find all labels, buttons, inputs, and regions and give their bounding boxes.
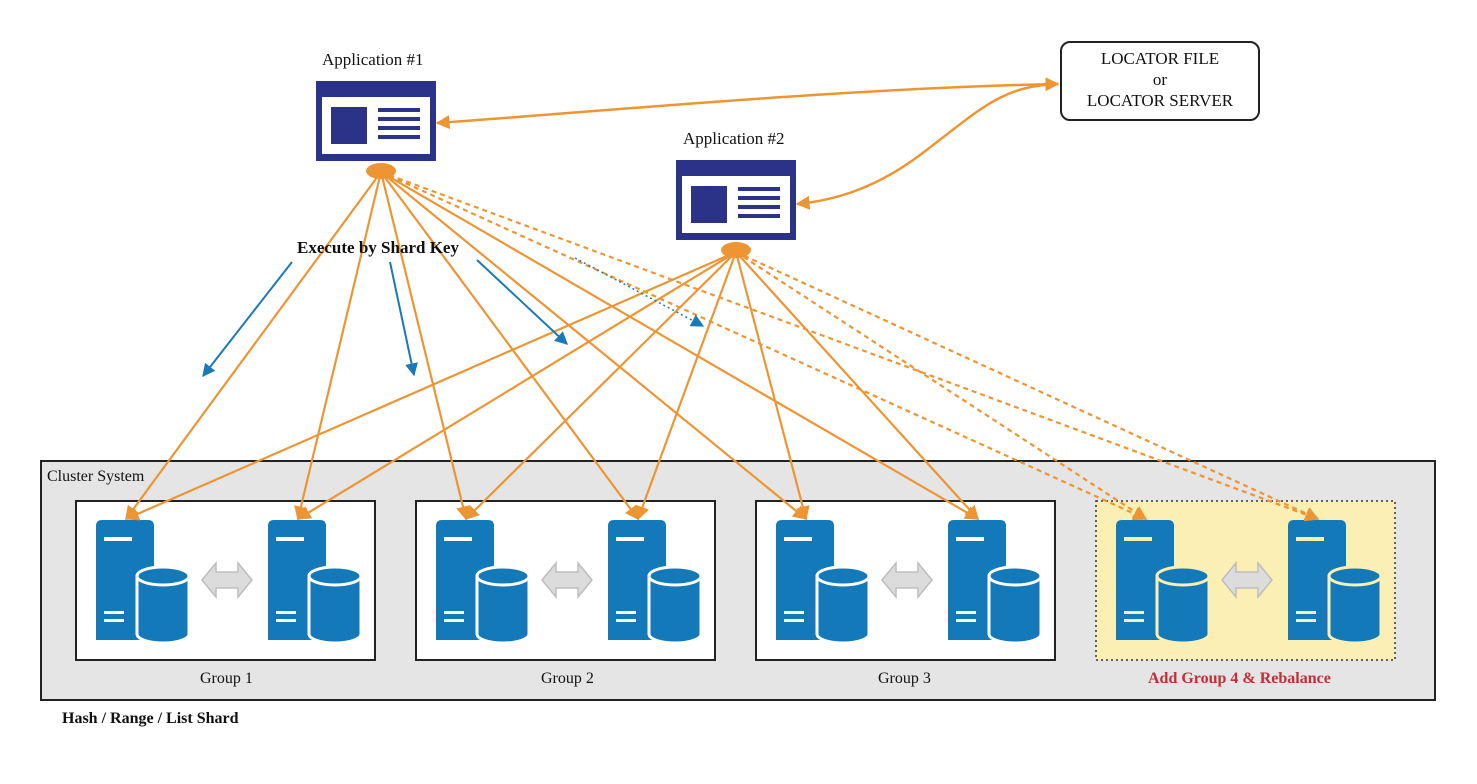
bidirectional-sync-icon — [201, 560, 253, 600]
shard-type-footer: Hash / Range / List Shard — [62, 710, 239, 727]
locator-line-2: or — [1152, 70, 1168, 89]
group-4-label: Add Group 4 & Rebalance — [1148, 670, 1331, 687]
shard-connection-pending — [380, 170, 1320, 522]
application-window-icon — [316, 81, 436, 161]
group-3-label: Group 3 — [878, 670, 931, 687]
shard-connections — [124, 170, 1320, 522]
locator-line-1: LOCATOR FILE — [1100, 49, 1220, 68]
bidirectional-sync-icon — [1221, 560, 1273, 600]
shard-connection — [735, 251, 979, 521]
cluster-title: Cluster System — [47, 468, 145, 485]
server-database-icon — [776, 520, 871, 645]
server-database-icon — [268, 520, 363, 645]
locator-line-3: LOCATOR SERVER — [1086, 91, 1234, 110]
group-2-label: Group 2 — [541, 670, 594, 687]
server-database-icon — [436, 520, 531, 645]
shard-key-arrow-dotted — [574, 257, 705, 327]
shard-connection — [465, 251, 737, 520]
shard-key-arrow — [202, 261, 293, 378]
bidirectional-sync-icon — [541, 560, 593, 600]
shard-connection — [124, 250, 737, 521]
app2-connector — [721, 242, 751, 258]
application-window-icon — [676, 160, 796, 240]
app1-connector — [366, 163, 396, 179]
server-database-icon — [608, 520, 703, 645]
server-icons — [96, 520, 1383, 645]
bidirectional-sync-icon — [881, 560, 933, 600]
server-database-icon — [948, 520, 1043, 645]
sync-arrows — [201, 560, 1273, 600]
locator-link-app1 — [435, 77, 1060, 130]
group-1-label: Group 1 — [200, 670, 253, 687]
shard-connection — [380, 171, 980, 520]
shard-connection-pending — [735, 251, 1320, 521]
app2-title: Application #2 — [683, 129, 785, 148]
shard-connection — [380, 171, 808, 520]
server-database-icon — [1116, 520, 1211, 645]
shard-key-arrow — [476, 259, 568, 345]
shard-connection — [635, 251, 738, 521]
shard-key-annotation: Execute by Shard Key — [297, 238, 459, 257]
app1-title: Application #1 — [322, 50, 424, 69]
shard-connection — [734, 251, 810, 521]
shard-key-arrow — [389, 261, 418, 377]
locator-box: LOCATOR FILE or LOCATOR SERVER — [1060, 41, 1260, 121]
server-database-icon — [96, 520, 191, 645]
locator-link-app2 — [795, 82, 1059, 210]
shard-connection — [380, 171, 639, 521]
shard-connection-pending — [735, 251, 1148, 520]
shard-connection — [296, 251, 737, 520]
server-database-icon — [1288, 520, 1383, 645]
shard-connection — [125, 171, 382, 521]
shard-connection — [294, 171, 383, 521]
shard-connection — [379, 171, 470, 521]
